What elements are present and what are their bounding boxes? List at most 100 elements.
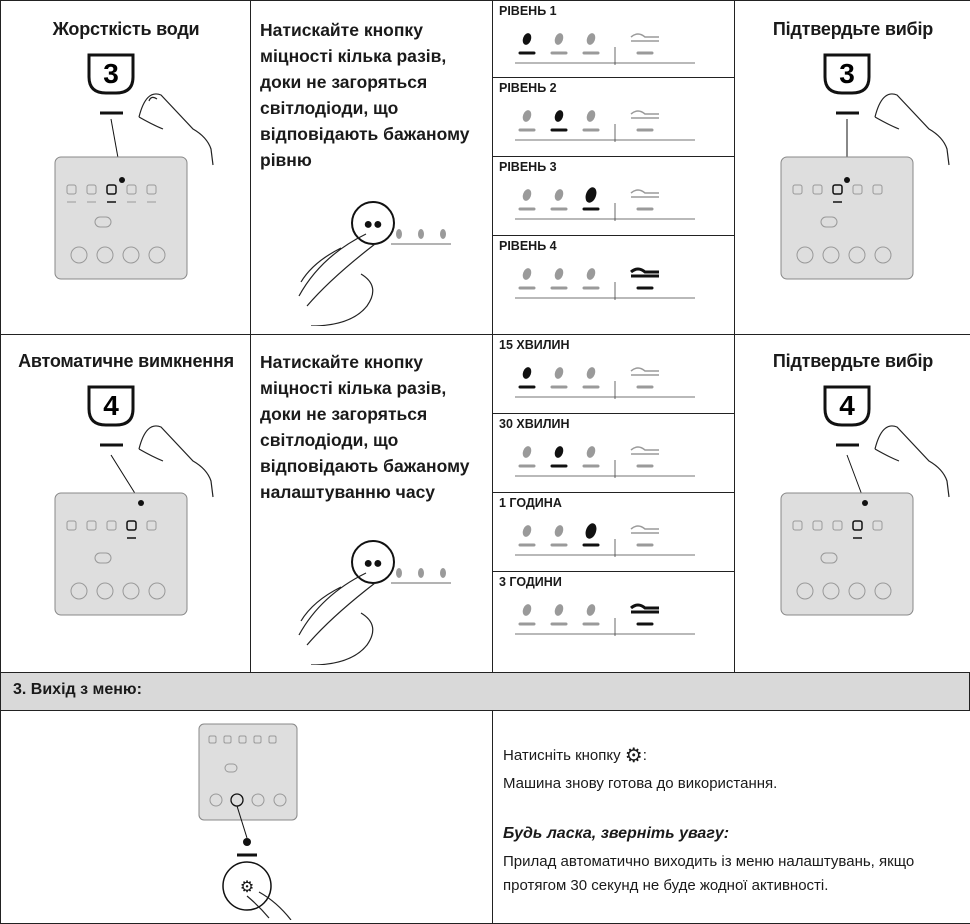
level-label: 30 ХВИЛИН <box>499 417 570 431</box>
cup-icon <box>630 525 659 534</box>
cell-levels-1: РІВЕНЬ 1 РІВЕНЬ 2 РІВЕНЬ 3 РІВЕНЬ 4 <box>492 0 735 335</box>
svg-text:⚙: ⚙ <box>240 879 254 896</box>
level-row: 3 ГОДИНИ <box>493 572 734 672</box>
level-led-indicators <box>515 603 695 636</box>
key-4-label: 4 <box>103 390 119 421</box>
coffee-bean-icon <box>586 604 596 616</box>
coffee-bean-icon <box>554 604 564 616</box>
press-gear-line: Натисніть кнопку ⚙: <box>503 744 647 768</box>
key-3-confirm-icon: 3 <box>823 53 950 166</box>
level-label: РІВЕНЬ 4 <box>499 239 557 253</box>
finger-press-strength-2-icon: ●● <box>298 540 451 665</box>
level-led-indicators <box>515 187 695 221</box>
cell-exit-text: Натисніть кнопку ⚙: Машина знову готова … <box>492 710 970 924</box>
level-row: РІВЕНЬ 4 <box>493 236 734 334</box>
svg-text:●●: ●● <box>363 216 382 233</box>
level-label: 3 ГОДИНИ <box>499 575 562 589</box>
level-led-indicators <box>515 523 695 557</box>
coffee-bean-icon <box>522 189 532 201</box>
cup-icon <box>630 367 659 376</box>
level-led-indicators <box>515 33 695 65</box>
cell-exit-illustration: ⚙ <box>0 710 493 924</box>
level-row: 1 ГОДИНА <box>493 493 734 572</box>
coffee-bean-icon <box>522 33 532 45</box>
cell-instruction-2: Натискайте кнопку міцності кілька разів,… <box>250 334 493 673</box>
coffee-bean-icon <box>586 268 596 280</box>
control-panel-icon <box>54 118 188 280</box>
cell-instruction-1: Натискайте кнопку міцності кілька разів,… <box>250 0 493 335</box>
water-hardness-title: Жорсткість води <box>52 19 200 39</box>
level-led-indicators <box>515 110 695 142</box>
gear-icon: ⚙ <box>624 745 643 767</box>
confirm-title-1: Підтвердьте вибір <box>772 19 934 39</box>
finger-press-strength-icon: ●● <box>298 201 451 326</box>
level-label: 15 ХВИЛИН <box>499 338 570 352</box>
coffee-bean-icon <box>586 446 596 458</box>
level-label: РІВЕНЬ 3 <box>499 160 557 174</box>
coffee-bean-icon <box>585 523 597 539</box>
key-3-label: 3 <box>103 58 119 89</box>
level-label: РІВЕНЬ 2 <box>499 81 557 95</box>
svg-text:●●: ●● <box>363 555 382 572</box>
coffee-bean-icon <box>586 367 596 379</box>
cup-icon <box>630 267 659 278</box>
control-panel-confirm-icon <box>780 119 914 280</box>
press-gear-prefix: Натисніть кнопку <box>503 747 621 764</box>
cell-confirm-1: Підтвердьте вибір 3 <box>734 0 970 335</box>
instruction-text-1: Натискайте кнопку міцності кілька разів,… <box>260 20 470 170</box>
cup-icon <box>630 33 659 42</box>
exit-panel-icon: ⚙ <box>198 723 298 920</box>
coffee-bean-icon <box>554 525 564 537</box>
coffee-bean-icon <box>522 110 532 122</box>
section-exit-menu-header: 3. Вихід з меню: <box>0 672 970 711</box>
coffee-bean-icon <box>522 604 532 616</box>
cell-confirm-2: Підтвердьте вибір 4 <box>734 334 970 673</box>
cell-water-hardness: Жорсткість води 3 <box>0 0 251 335</box>
key-4-confirm-label: 4 <box>839 390 855 421</box>
coffee-bean-icon <box>554 268 564 280</box>
control-panel-2-icon <box>54 454 188 616</box>
coffee-bean-icon <box>554 367 564 379</box>
cup-icon <box>630 110 659 119</box>
press-gear-suffix: : <box>642 747 647 764</box>
cell-auto-off: Автоматичне вимкнення 4 <box>0 334 251 673</box>
note-title: Будь ласка, зверніть увагу: <box>503 825 730 842</box>
key-4-confirm-icon: 4 <box>823 385 950 498</box>
cup-icon <box>630 189 659 198</box>
level-row: 30 ХВИЛИН <box>493 414 734 493</box>
auto-off-title: Автоматичне вимкнення <box>18 351 234 371</box>
note-line-2: протягом 30 секунд не буде жодної активн… <box>503 877 829 894</box>
level-led-indicators <box>515 446 695 478</box>
coffee-bean-icon <box>522 446 532 458</box>
ready-text: Машина знову готова до використання. <box>503 775 778 792</box>
level-row: РІВЕНЬ 1 <box>493 1 734 78</box>
coffee-bean-icon <box>554 189 564 201</box>
key-3-confirm-label: 3 <box>839 58 855 89</box>
level-row: РІВЕНЬ 3 <box>493 157 734 236</box>
level-row: 15 ХВИЛИН <box>493 335 734 414</box>
level-led-indicators <box>515 367 695 399</box>
coffee-bean-icon <box>522 525 532 537</box>
note-line-1: Прилад автоматично виходить із меню нала… <box>503 853 915 870</box>
key-3-icon: 3 <box>87 53 214 166</box>
cup-icon <box>630 446 659 455</box>
cell-levels-2: 15 ХВИЛИН 30 ХВИЛИН 1 ГОДИНА 3 ГОДИНИ <box>492 334 735 673</box>
level-label: РІВЕНЬ 1 <box>499 4 557 18</box>
key-4-icon: 4 <box>87 385 214 498</box>
section-exit-menu-title: 3. Вихід з меню: <box>13 681 142 698</box>
level-led-indicators <box>515 267 695 300</box>
coffee-bean-icon <box>522 367 532 379</box>
level-label: 1 ГОДИНА <box>499 496 562 510</box>
coffee-bean-icon <box>586 110 596 122</box>
confirm-title-2: Підтвердьте вибір <box>772 351 934 371</box>
instruction-text-2: Натискайте кнопку міцності кілька разів,… <box>260 352 470 502</box>
coffee-bean-icon <box>554 110 564 122</box>
coffee-bean-icon <box>586 33 596 45</box>
cup-icon <box>630 603 659 614</box>
coffee-bean-icon <box>554 33 564 45</box>
coffee-bean-icon <box>554 446 564 458</box>
control-panel-confirm-2-icon <box>780 454 914 616</box>
coffee-bean-icon <box>522 268 532 280</box>
coffee-bean-icon <box>585 187 597 203</box>
